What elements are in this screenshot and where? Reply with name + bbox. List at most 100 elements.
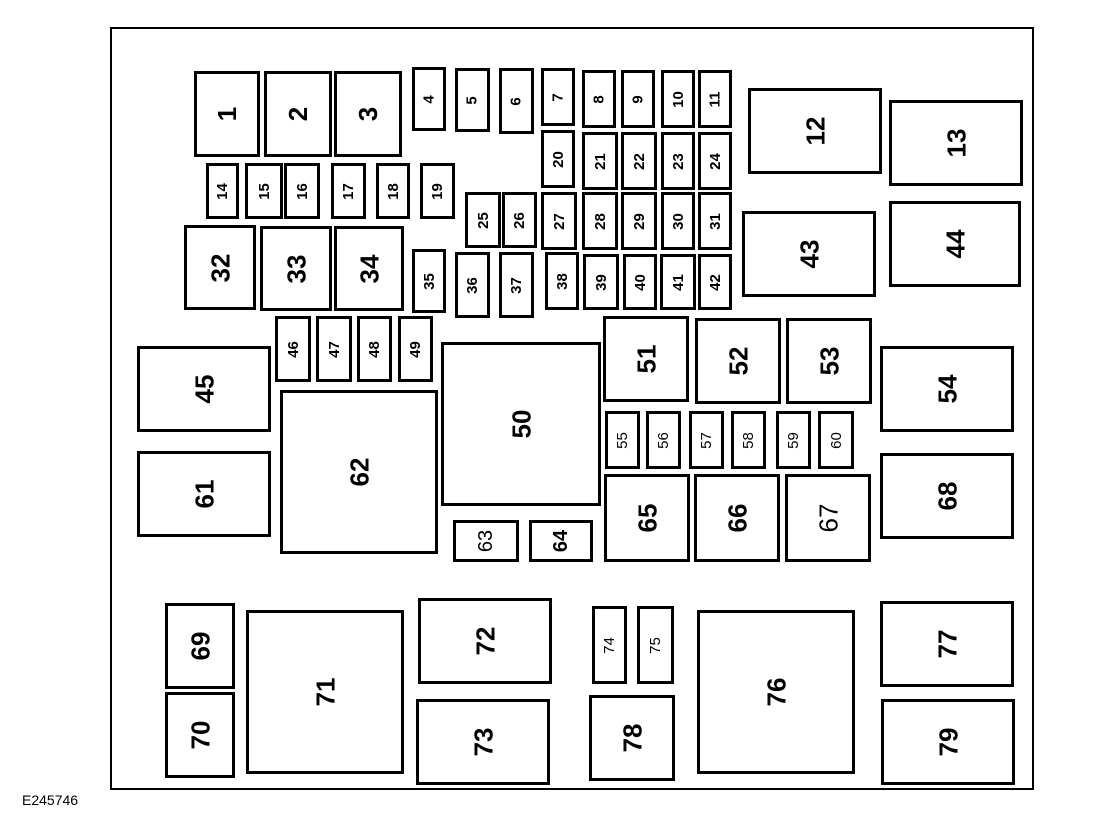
fuse-70: 70 bbox=[165, 692, 235, 778]
fuse-label: 4 bbox=[420, 94, 438, 104]
fuse-label: 1 bbox=[212, 106, 242, 122]
fuse-label: 39 bbox=[592, 273, 610, 291]
fuse-3: 3 bbox=[334, 71, 402, 157]
fuse-16: 16 bbox=[284, 163, 320, 219]
fuse-label: 15 bbox=[255, 182, 273, 200]
fuse-label: 43 bbox=[793, 239, 824, 269]
fuse-label: 61 bbox=[188, 479, 219, 509]
fuse-77: 77 bbox=[880, 601, 1014, 687]
fuse-14: 14 bbox=[206, 163, 239, 219]
fuse-label: 16 bbox=[293, 182, 311, 200]
fuse-49: 49 bbox=[398, 316, 433, 382]
fuse-51: 51 bbox=[603, 316, 689, 402]
fuse-label: 20 bbox=[549, 150, 567, 168]
diagram-code: E245746 bbox=[22, 792, 79, 808]
fuse-62: 62 bbox=[280, 390, 438, 554]
fuse-46: 46 bbox=[275, 316, 311, 382]
fuse-label: 50 bbox=[505, 409, 536, 439]
fuse-45: 45 bbox=[137, 346, 271, 432]
fuse-label: 73 bbox=[467, 727, 498, 757]
fuse-label: 11 bbox=[706, 91, 724, 107]
fuse-label: 18 bbox=[384, 182, 402, 200]
fuse-35: 35 bbox=[412, 249, 446, 313]
fuse-label: 65 bbox=[631, 503, 662, 533]
fuse-label: 27 bbox=[550, 212, 568, 230]
fuse-label: 3 bbox=[353, 106, 383, 122]
fuse-28: 28 bbox=[582, 192, 618, 250]
fuse-label: 76 bbox=[760, 677, 791, 707]
fuse-box-outline bbox=[110, 27, 1034, 790]
fuse-label: 75 bbox=[647, 636, 664, 654]
fuse-71: 71 bbox=[246, 610, 404, 774]
fuse-label: 63 bbox=[475, 529, 497, 553]
fuse-label: 36 bbox=[464, 276, 481, 294]
fuse-69: 69 bbox=[165, 603, 235, 689]
fuse-21: 21 bbox=[582, 132, 618, 190]
fuse-label: 46 bbox=[284, 340, 302, 358]
fuse-label: 49 bbox=[407, 340, 424, 358]
fuse-29: 29 bbox=[621, 192, 657, 250]
fuse-label: 67 bbox=[812, 503, 843, 533]
fuse-4: 4 bbox=[412, 67, 446, 131]
fuse-26: 26 bbox=[502, 192, 537, 248]
fuse-label: 78 bbox=[616, 723, 647, 753]
fuse-20: 20 bbox=[541, 130, 575, 188]
fuse-label: 60 bbox=[827, 431, 845, 449]
fuse-label: 58 bbox=[740, 431, 757, 449]
fuse-label: 59 bbox=[785, 431, 802, 449]
fuse-label: 48 bbox=[366, 340, 383, 358]
fuse-61: 61 bbox=[137, 451, 271, 537]
fuse-label: 38 bbox=[553, 272, 571, 290]
fuse-label: 5 bbox=[464, 95, 481, 105]
fuse-label: 40 bbox=[631, 273, 649, 291]
fuse-27: 27 bbox=[541, 192, 577, 250]
fuse-25: 25 bbox=[465, 192, 501, 248]
fuse-label: 53 bbox=[813, 346, 844, 376]
fuse-label: 13 bbox=[940, 128, 971, 158]
fuse-43: 43 bbox=[742, 211, 876, 297]
fuse-10: 10 bbox=[661, 70, 695, 128]
fuse-label: 9 bbox=[629, 94, 647, 104]
fuse-2: 2 bbox=[264, 71, 332, 157]
fuse-label: 17 bbox=[340, 182, 357, 200]
fuse-label: 31 bbox=[706, 212, 724, 230]
fuse-40: 40 bbox=[623, 254, 657, 310]
fuse-22: 22 bbox=[621, 132, 657, 190]
fuse-label: 19 bbox=[429, 182, 446, 200]
fuse-48: 48 bbox=[357, 316, 392, 382]
fuse-24: 24 bbox=[698, 132, 732, 190]
fuse-18: 18 bbox=[376, 163, 410, 219]
fuse-6: 6 bbox=[499, 68, 534, 134]
fuse-39: 39 bbox=[583, 254, 619, 310]
fuse-label: 68 bbox=[931, 481, 962, 511]
fuse-73: 73 bbox=[416, 699, 550, 785]
fuse-75: 75 bbox=[637, 606, 674, 684]
fuse-13: 13 bbox=[889, 100, 1023, 186]
fuse-59: 59 bbox=[776, 411, 811, 469]
fuse-5: 5 bbox=[455, 68, 490, 132]
fuse-label: 14 bbox=[214, 182, 231, 200]
fuse-30: 30 bbox=[661, 192, 695, 250]
fuse-label: 37 bbox=[508, 276, 525, 294]
fuse-78: 78 bbox=[589, 695, 675, 781]
fuse-57: 57 bbox=[689, 411, 724, 469]
fuse-7: 7 bbox=[541, 68, 575, 126]
fuse-label: 52 bbox=[722, 346, 753, 376]
fuse-52: 52 bbox=[695, 318, 781, 404]
fuse-label: 30 bbox=[669, 212, 687, 230]
fuse-72: 72 bbox=[418, 598, 552, 684]
fuse-label: 70 bbox=[184, 720, 215, 750]
fuse-label: 32 bbox=[204, 253, 235, 282]
fuse-66: 66 bbox=[694, 474, 780, 562]
fuse-11: 11 bbox=[698, 70, 732, 128]
fuse-37: 37 bbox=[499, 252, 534, 318]
fuse-63: 63 bbox=[453, 520, 519, 562]
fuse-label: 72 bbox=[469, 626, 500, 656]
fuse-41: 41 bbox=[660, 254, 696, 310]
fuse-47: 47 bbox=[316, 316, 352, 382]
fuse-34: 34 bbox=[334, 226, 404, 311]
fuse-label: 24 bbox=[706, 152, 724, 170]
fuse-label: 79 bbox=[932, 727, 963, 757]
fuse-label: 10 bbox=[669, 90, 687, 108]
fuse-label: 35 bbox=[420, 272, 438, 290]
